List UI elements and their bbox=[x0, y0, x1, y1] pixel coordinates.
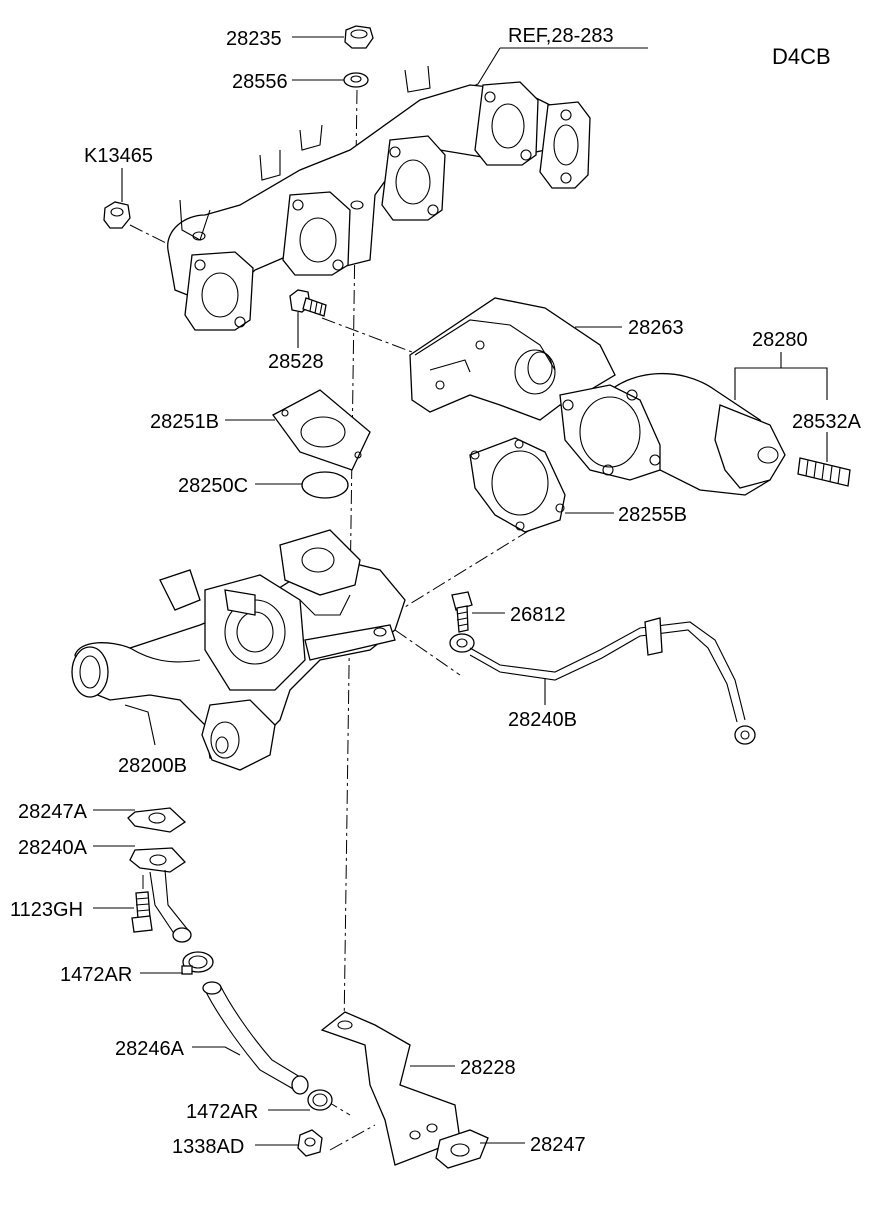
label-28250c: 28250C bbox=[178, 475, 248, 497]
reference-label: REF,28-283 bbox=[508, 25, 614, 47]
leader-28280-bracket bbox=[734, 367, 828, 400]
label-28263: 28263 bbox=[628, 317, 684, 339]
stud-28532a bbox=[797, 457, 851, 487]
bolt-28528 bbox=[289, 289, 327, 317]
label-28240a: 28240A bbox=[18, 837, 88, 859]
bolt-26812 bbox=[451, 591, 473, 633]
nut-1338ad-axis-line bbox=[329, 1124, 376, 1151]
hose-28246a bbox=[202, 981, 309, 1095]
hose-clamp-1472ar-bottom bbox=[307, 1089, 333, 1111]
washer-28556 bbox=[343, 72, 369, 88]
label-28528: 28528 bbox=[268, 351, 324, 373]
exhaust-manifold bbox=[167, 65, 591, 331]
gasket-28247 bbox=[435, 1129, 489, 1169]
label-28200b: 28200B bbox=[118, 755, 187, 777]
oil-return-pipe-28240a bbox=[129, 847, 192, 943]
gasket-28251b bbox=[272, 389, 371, 471]
oil-feed-pipe-28240b bbox=[449, 617, 756, 745]
label-k13465: K13465 bbox=[84, 145, 153, 167]
turbocharger-28200b bbox=[71, 529, 406, 771]
label-28280: 28280 bbox=[752, 329, 808, 351]
label-28228: 28228 bbox=[460, 1057, 516, 1079]
label-28556: 28556 bbox=[232, 71, 288, 93]
turbo-flange-axis-line bbox=[399, 529, 531, 611]
label-28255b: 28255B bbox=[618, 504, 687, 526]
banjo-axis-line bbox=[394, 629, 461, 676]
gasket-28255b bbox=[469, 437, 566, 533]
label-28251b: 28251B bbox=[150, 411, 219, 433]
leader-28200b bbox=[124, 704, 156, 746]
heat-shield-28263 bbox=[409, 297, 616, 421]
label-1472ar-top: 1472AR bbox=[60, 964, 132, 986]
label-28247: 28247 bbox=[530, 1134, 586, 1156]
hose-clamp-1472ar-top bbox=[181, 951, 214, 975]
label-1472ar-bottom: 1472AR bbox=[186, 1101, 258, 1123]
label-28240b: 28240B bbox=[508, 709, 577, 731]
label-28247a: 28247A bbox=[18, 801, 88, 823]
bolt-1123gh bbox=[131, 891, 153, 933]
label-1123gh: 1123GH bbox=[10, 899, 83, 921]
turbo-outlet-elbow-28280 bbox=[559, 373, 786, 496]
o-ring-28250c bbox=[301, 471, 349, 499]
support-bracket-28228 bbox=[320, 1011, 461, 1166]
label-28532a: 28532A bbox=[792, 411, 862, 433]
label-28235: 28235 bbox=[226, 28, 282, 50]
leader-28246a bbox=[192, 1046, 241, 1056]
label-28246a: 28246A bbox=[115, 1038, 185, 1060]
bolt-axis-line bbox=[321, 317, 421, 356]
engine-code: D4CB bbox=[772, 44, 831, 69]
nut-28235 bbox=[344, 25, 374, 49]
nut-k13465 bbox=[103, 201, 131, 229]
gasket-28247a bbox=[127, 807, 187, 833]
label-26812: 26812 bbox=[510, 604, 566, 626]
label-1338ad: 1338AD bbox=[172, 1136, 244, 1158]
nut-1338ad bbox=[297, 1129, 323, 1157]
